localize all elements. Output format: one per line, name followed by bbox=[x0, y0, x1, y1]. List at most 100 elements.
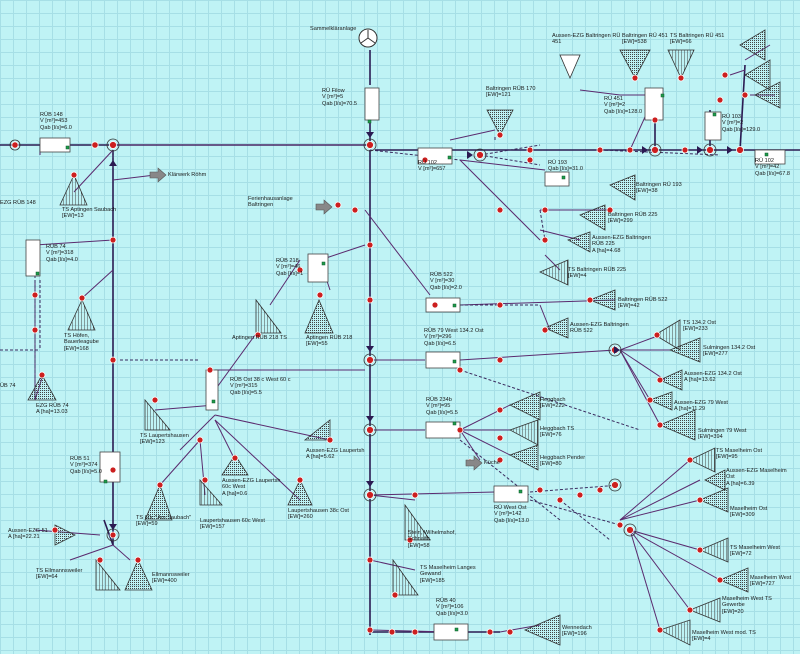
laupert-38c-triangle bbox=[287, 479, 313, 506]
node bbox=[653, 331, 661, 339]
node bbox=[109, 141, 117, 149]
node bbox=[196, 436, 204, 444]
node bbox=[456, 366, 464, 374]
basins[interactable] bbox=[25, 87, 786, 641]
rub-522-basin bbox=[425, 297, 461, 313]
ts-maselheim-langes-triangle bbox=[392, 558, 419, 596]
node bbox=[91, 141, 99, 149]
node bbox=[366, 356, 374, 364]
node bbox=[541, 236, 549, 244]
node bbox=[616, 521, 624, 529]
node bbox=[411, 491, 419, 499]
hoggbach-triangle bbox=[509, 391, 541, 421]
label-laupertshausen-60c: Laupertshausen 60c West [EW]=157 bbox=[200, 518, 265, 531]
node bbox=[496, 356, 504, 364]
node bbox=[476, 151, 484, 159]
aptingen-218-triangle bbox=[304, 298, 334, 334]
masel-west-ts-triangle bbox=[688, 597, 721, 623]
node bbox=[366, 141, 374, 149]
label-aptingen-rub-218: Aptingen RÜB 218 [EW]=55 bbox=[306, 335, 353, 348]
node bbox=[646, 396, 654, 404]
node bbox=[316, 291, 324, 299]
ts-masel-ost-triangle bbox=[689, 447, 716, 473]
node bbox=[716, 576, 724, 584]
outfall-arrows bbox=[149, 167, 483, 471]
baltringen-451-triangle bbox=[619, 49, 651, 79]
ts-masel-west-triangle bbox=[698, 537, 729, 563]
baltringen-522-triangle bbox=[588, 289, 616, 311]
label-ob-74: ÜB 74 bbox=[0, 383, 16, 389]
ts-60c-triangle bbox=[144, 483, 173, 521]
wennedach-triangle bbox=[523, 614, 561, 646]
rub-218-basin bbox=[307, 253, 329, 283]
label-sulmingen-79-west: Sulmingen 79 West [EW]=394 bbox=[698, 428, 747, 441]
ru-103-basin bbox=[704, 111, 722, 141]
sulmingen-134-triangle bbox=[668, 337, 701, 363]
r-top3-triangle bbox=[754, 81, 781, 109]
label-rub-102-small: RÜ 102 V [m³]=657 bbox=[418, 160, 446, 173]
node bbox=[421, 156, 429, 164]
ts-aptingen-triangle bbox=[59, 174, 88, 206]
label-rub-148: RÜB 148 V [m³]=453 Qab [l/s]=6.0 bbox=[40, 112, 72, 131]
rub-51-basin bbox=[99, 451, 121, 483]
label-ts-ellmannsweiler: TS Ellmannsweiler [EW]=64 bbox=[36, 568, 83, 581]
node bbox=[716, 96, 724, 104]
label-maselheim-west: Maselheim West [EW]=727 bbox=[750, 575, 792, 588]
rub-74-basin bbox=[25, 239, 41, 277]
sulmingen-79-triangle bbox=[658, 409, 696, 441]
ru-filow-basin bbox=[364, 87, 380, 121]
label-maselheim-ost: Maselheim Ost [EW]=309 bbox=[730, 506, 768, 519]
label-ru-451: RÜ 451 V [m³]=2 Qab [l/s]=128.0 bbox=[604, 96, 643, 115]
node bbox=[506, 628, 514, 636]
label-wennedach: Wennedach [EW]=196 bbox=[562, 625, 592, 638]
node bbox=[626, 146, 634, 154]
ezg-79-triangle bbox=[648, 391, 673, 411]
node-rings bbox=[9, 138, 717, 542]
node bbox=[576, 491, 584, 499]
label-ts-maselheim-langes: TS Maselheim Langes Gewand [EW]=185 bbox=[420, 565, 476, 584]
label-ezg-79-west: Aussen-EZG 79 West A [ha]=11.29 bbox=[674, 400, 728, 413]
node bbox=[231, 454, 239, 462]
node bbox=[109, 531, 117, 539]
flow-arrows bbox=[109, 132, 733, 530]
node bbox=[326, 436, 334, 444]
node bbox=[96, 556, 104, 564]
label-baltringen-rub-522: Baltringen RÜB 522 [EW]=42 bbox=[618, 297, 668, 310]
node bbox=[696, 496, 704, 504]
ts-134-triangle bbox=[654, 319, 681, 351]
node bbox=[496, 434, 504, 442]
label-laupertshausen-38c: Laupertshausen 38c Ost [EW]=260 bbox=[288, 508, 349, 521]
node bbox=[496, 301, 504, 309]
node bbox=[586, 296, 594, 304]
node bbox=[526, 156, 534, 164]
node bbox=[296, 476, 304, 484]
ts-hoefen-triangle bbox=[67, 299, 96, 331]
label-aptingen-218-ts: Aptingen RÜB 218 TS bbox=[232, 335, 287, 341]
node bbox=[206, 366, 214, 374]
node bbox=[611, 481, 619, 489]
ru-102-right-basin bbox=[754, 149, 786, 165]
ru-451-basin bbox=[644, 87, 664, 121]
node bbox=[51, 526, 59, 534]
label-rub-79-west: RÜB 79 West 134.2 Ost V [m³]=296 Qab [l/… bbox=[424, 328, 484, 347]
node bbox=[706, 146, 714, 154]
node bbox=[366, 426, 374, 434]
stein-triangle bbox=[404, 503, 431, 541]
node bbox=[596, 486, 604, 494]
label-rub-40: RÜB 40 V [m³]=106 Qab [l/s]=3.0 bbox=[436, 598, 468, 617]
catchment-triangles[interactable] bbox=[27, 29, 781, 646]
junction-nodes[interactable] bbox=[11, 71, 749, 636]
node bbox=[38, 371, 46, 379]
label-sammelklaeranlage: Sammelkläranlage bbox=[310, 26, 357, 32]
label-ts-60c-saubach: TS 60c "Am Saubach" [EW]=59 bbox=[136, 515, 192, 528]
label-ezg-134-2: Aussen-EZG 134.2 Ost A [ha]=13.62 bbox=[684, 371, 742, 384]
node bbox=[631, 74, 639, 82]
ts-ellmann-triangle bbox=[95, 558, 121, 591]
label-ts-hoefen: TS Höfen, Bauerleagube [EW]=168 bbox=[64, 333, 99, 352]
node bbox=[686, 606, 694, 614]
sammelklaeranlage-icon[interactable] bbox=[358, 28, 378, 48]
ts-baltringen-451-triangle bbox=[667, 49, 695, 79]
label-hoggbach: Heggbach [EW]=222 bbox=[540, 397, 566, 410]
label-baltringen-ru-451: Baltringen RÜ 451 [EW]=538 bbox=[622, 33, 668, 46]
label-klaerwerk-rohm: Klärwerk Röhm bbox=[168, 172, 207, 178]
